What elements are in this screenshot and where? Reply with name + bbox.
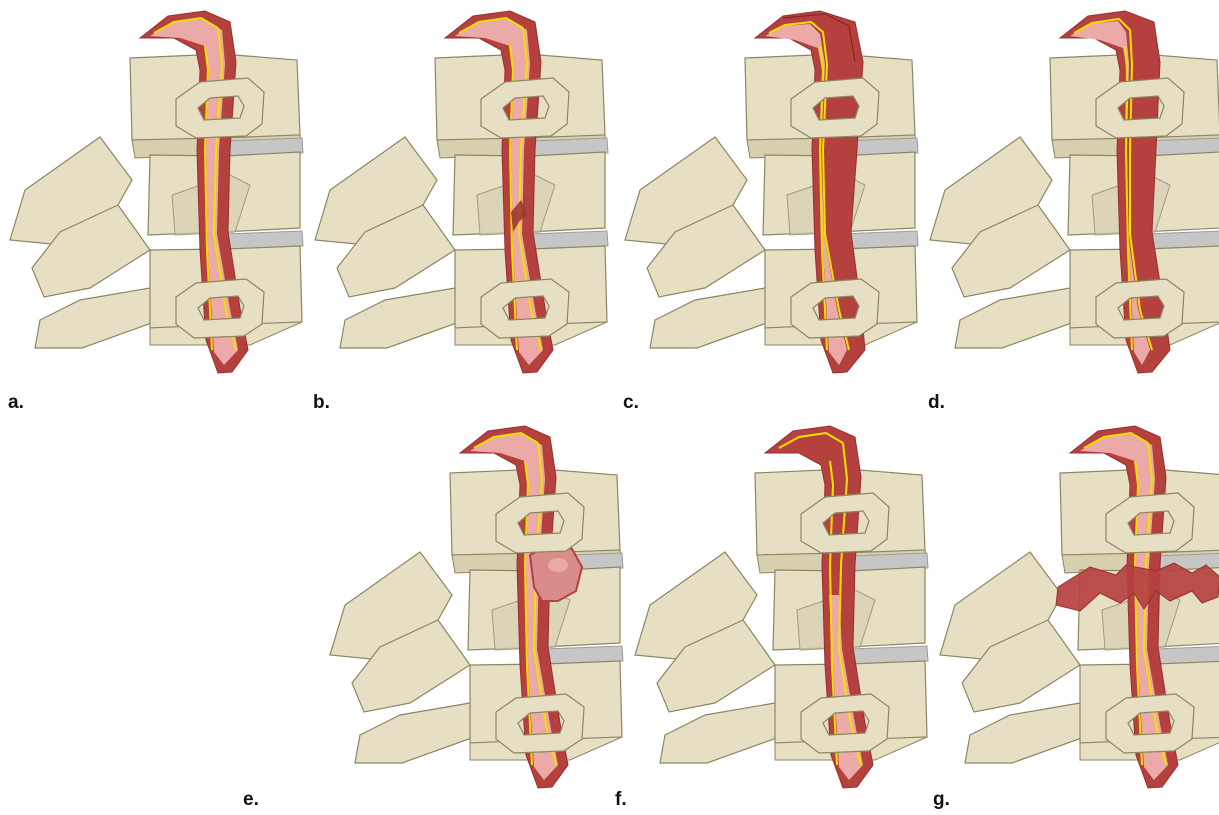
panel-f: f. bbox=[615, 426, 928, 810]
panel-label-a: a. bbox=[8, 392, 24, 413]
vertebral-artery-icon bbox=[315, 11, 608, 373]
vertebral-artery-icon bbox=[625, 11, 918, 373]
panel-label-c: c. bbox=[623, 392, 639, 413]
panel-e: e. bbox=[243, 426, 623, 810]
vertebral-artery-icon bbox=[940, 426, 1219, 788]
panel-a: a. bbox=[8, 11, 303, 413]
vertebral-artery-icon bbox=[635, 426, 928, 788]
panel-label-b: b. bbox=[313, 392, 330, 413]
panel-label-f: f. bbox=[615, 789, 627, 810]
panel-d: d. bbox=[928, 11, 1219, 413]
panel-c: c. bbox=[623, 11, 918, 413]
panel-label-d: d. bbox=[928, 392, 945, 413]
panel-label-g: g. bbox=[933, 789, 950, 810]
panel-b: b. bbox=[313, 11, 608, 413]
panel-g: g. bbox=[933, 426, 1219, 810]
vertebral-artery-icon bbox=[930, 11, 1219, 373]
vertebral-artery-icon bbox=[10, 11, 303, 373]
panel-label-e: e. bbox=[243, 789, 259, 810]
vertebral-artery-icon bbox=[330, 426, 623, 788]
